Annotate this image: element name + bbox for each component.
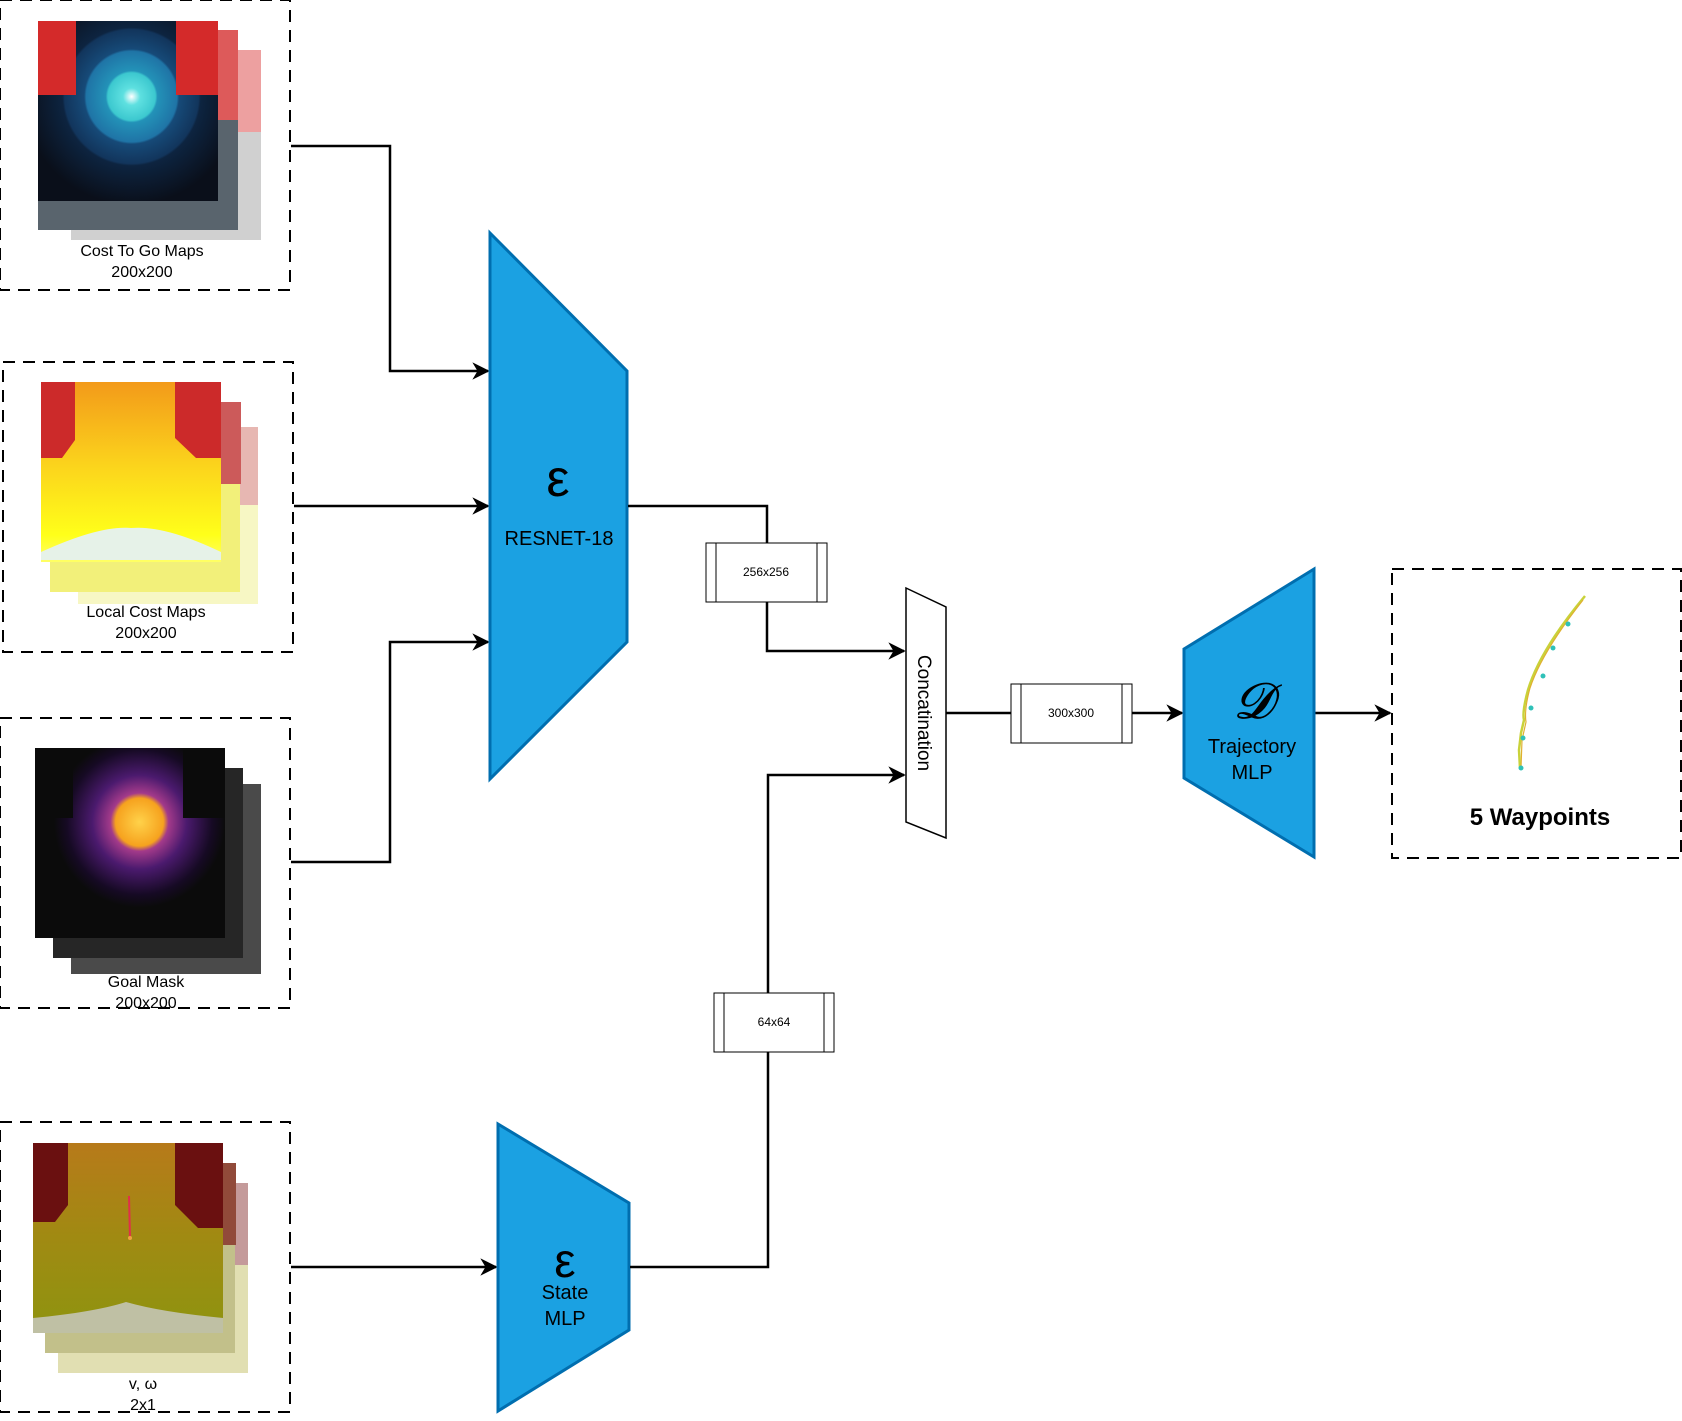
output-title: 5 Waypoints bbox=[1470, 804, 1610, 831]
dashed-frame bbox=[1391, 568, 1682, 859]
map-layer-middle-obstacle bbox=[222, 1163, 236, 1245]
obstacle-right bbox=[175, 382, 221, 458]
trajectory-path-alt bbox=[1520, 599, 1584, 769]
resnet-label: RESNET-18 bbox=[505, 528, 614, 550]
map-bottom-region bbox=[41, 527, 221, 560]
local-cost-size: 200x200 bbox=[115, 625, 176, 642]
concat-output-size: 300x300 bbox=[1048, 706, 1094, 720]
dashed-frame bbox=[0, 1121, 291, 1413]
concatenation-label: Concatination bbox=[913, 655, 934, 771]
state-mlp-trapezoid bbox=[496, 1121, 631, 1414]
state-title: v, ω bbox=[129, 1376, 157, 1393]
feature-box-state: 64x64 bbox=[713, 992, 835, 1053]
obstacle-right bbox=[176, 21, 218, 95]
state-size: 2x1 bbox=[130, 1397, 156, 1414]
robot-position-marker bbox=[128, 1236, 132, 1240]
obstacle-left bbox=[41, 382, 75, 458]
state-encoder-symbol: ε bbox=[554, 1235, 575, 1288]
map-layer-middle-obstacle bbox=[218, 30, 238, 120]
edge-goal-mask bbox=[291, 633, 490, 864]
obstacle-right bbox=[175, 1143, 223, 1228]
velocity-vector bbox=[128, 1195, 131, 1239]
local-cost-title: Local Cost Maps bbox=[86, 604, 205, 621]
waypoint-dot bbox=[1565, 621, 1571, 627]
resnet-encoder: ε RESNET-18 bbox=[488, 229, 629, 783]
map-bottom-region bbox=[33, 1302, 223, 1333]
waypoint-dot bbox=[1550, 645, 1556, 651]
waypoint-markers bbox=[1518, 621, 1571, 771]
waypoint-dot bbox=[1518, 765, 1524, 771]
feature-box-frame bbox=[705, 542, 828, 603]
dashed-frame bbox=[2, 361, 294, 653]
feature-box-frame bbox=[1010, 683, 1133, 744]
dashed-frame bbox=[0, 717, 291, 1009]
resnet-encoder-symbol: ε bbox=[546, 450, 569, 508]
obstacle-left bbox=[35, 748, 73, 818]
cost-to-go-title: Cost To Go Maps bbox=[80, 243, 203, 260]
trajectory-decoder: 𝓓 Trajectory MLP bbox=[1182, 566, 1316, 860]
concatenation-block: Concatination bbox=[905, 586, 947, 840]
goal-mask-size: 200x200 bbox=[115, 995, 176, 1012]
cost-to-go-size: 200x200 bbox=[111, 264, 172, 281]
waypoint-dot bbox=[1528, 705, 1534, 711]
state-feature-size: 64x64 bbox=[758, 1015, 791, 1029]
state-mlp-label-line2: MLP bbox=[544, 1308, 585, 1330]
obstacle-left bbox=[33, 1143, 68, 1222]
decoder-label-line2: MLP bbox=[1231, 762, 1272, 784]
feature-box-concat-out: 300x300 bbox=[1010, 683, 1133, 744]
resnet-trapezoid bbox=[488, 229, 629, 783]
edge-cost-to-go bbox=[291, 144, 490, 380]
state-input: v, ω 2x1 bbox=[0, 1121, 291, 1414]
goal-mask-input: Goal Mask 200x200 bbox=[0, 717, 291, 1012]
waypoint-dot bbox=[1520, 735, 1526, 741]
dashed-frame bbox=[0, 0, 291, 291]
feature-box-image: 256x256 bbox=[705, 542, 828, 603]
obstacle-right bbox=[183, 748, 225, 818]
concatenation-shape bbox=[905, 586, 947, 840]
input-edges bbox=[291, 144, 498, 1276]
local-cost-input: Local Cost Maps 200x200 bbox=[2, 361, 294, 653]
decoder-label-line1: Trajectory bbox=[1208, 736, 1296, 758]
goal-mask-title: Goal Mask bbox=[108, 974, 185, 991]
decoder-trapezoid bbox=[1182, 566, 1316, 860]
state-mlp-label-line1: State bbox=[542, 1282, 589, 1304]
state-mlp-encoder: ε State MLP bbox=[496, 1121, 631, 1414]
map-layer-middle-obstacle bbox=[221, 402, 241, 484]
image-feature-size: 256x256 bbox=[743, 565, 789, 579]
feature-box-frame bbox=[713, 992, 835, 1053]
waypoints-output: 5 Waypoints bbox=[1391, 568, 1682, 859]
cost-to-go-input: Cost To Go Maps 200x200 bbox=[0, 0, 291, 291]
waypoint-dot bbox=[1540, 673, 1546, 679]
trajectory-path bbox=[1517, 595, 1586, 769]
obstacle-left bbox=[38, 21, 76, 95]
